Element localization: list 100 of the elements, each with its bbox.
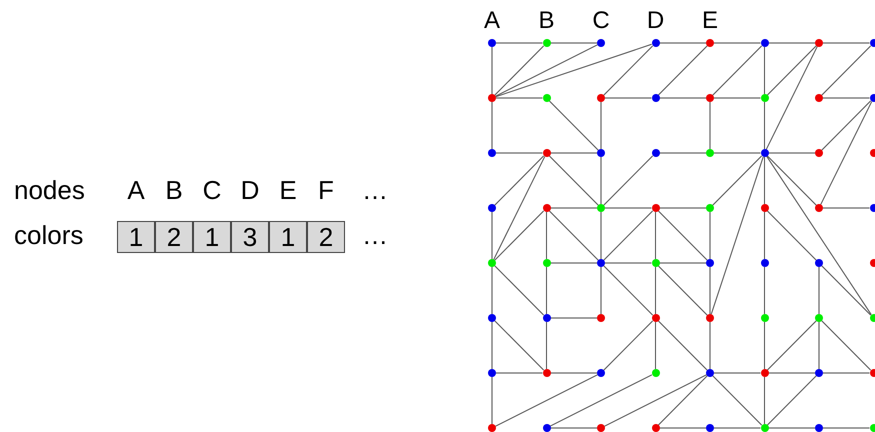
edge-line bbox=[603, 265, 654, 316]
graph-vertex bbox=[815, 259, 823, 267]
node-name: F bbox=[318, 176, 334, 204]
graph-vertex bbox=[597, 369, 605, 377]
graph-vertex bbox=[488, 204, 496, 212]
graph-vertex bbox=[488, 94, 496, 102]
graph-vertex bbox=[815, 39, 823, 47]
graph-vertex bbox=[815, 94, 823, 102]
node-name: D bbox=[240, 176, 260, 204]
node-name: B bbox=[165, 176, 183, 204]
row-header: colors bbox=[14, 221, 84, 249]
edge-line bbox=[768, 42, 816, 44]
edge-line bbox=[764, 266, 765, 314]
edge-line bbox=[821, 45, 872, 96]
graph-vertex bbox=[597, 94, 605, 102]
edge-line bbox=[712, 375, 762, 426]
edge-line bbox=[550, 152, 598, 154]
ellipsis: … bbox=[362, 221, 388, 249]
edge-line bbox=[655, 212, 656, 260]
edge-line bbox=[548, 210, 599, 261]
graph-vertex bbox=[652, 204, 660, 212]
graph-vertex bbox=[706, 424, 714, 432]
edge-line bbox=[603, 320, 654, 371]
edge-line bbox=[658, 375, 708, 426]
edge-line bbox=[603, 45, 654, 96]
color-cell: 1 bbox=[117, 221, 155, 253]
graph-vertex bbox=[815, 369, 823, 377]
color-cell: 1 bbox=[269, 221, 307, 253]
graph-vertex bbox=[652, 424, 660, 432]
edge-line bbox=[714, 42, 761, 44]
graph-vertex bbox=[706, 204, 714, 212]
edge-line bbox=[604, 262, 652, 264]
graph-vertex bbox=[597, 314, 605, 322]
edge-line bbox=[710, 156, 764, 315]
row-header: nodes bbox=[14, 176, 85, 204]
edge-line bbox=[550, 262, 598, 264]
edge-line bbox=[712, 155, 762, 206]
edge-line bbox=[766, 320, 817, 371]
graph-vertex bbox=[542, 39, 550, 47]
edge-line bbox=[818, 322, 820, 370]
graph-vertex bbox=[706, 259, 714, 267]
ellipsis: … bbox=[362, 176, 388, 204]
edge-line bbox=[494, 45, 544, 96]
graph-vertex bbox=[652, 369, 660, 377]
edge-line bbox=[550, 372, 598, 374]
graph-vertex bbox=[760, 369, 768, 377]
edge-line bbox=[764, 156, 765, 204]
edge-line bbox=[766, 156, 872, 316]
edge-line bbox=[550, 374, 652, 427]
node-name: C bbox=[202, 176, 222, 204]
color-cell: 2 bbox=[155, 221, 193, 253]
graph-vertex bbox=[815, 314, 823, 322]
edge-line bbox=[659, 152, 706, 154]
edge-line bbox=[821, 100, 872, 151]
edge-line bbox=[603, 155, 654, 206]
edge-line bbox=[764, 212, 765, 260]
graph-vertex bbox=[706, 39, 714, 47]
graph-vertex bbox=[760, 314, 768, 322]
graph-vertex bbox=[815, 149, 823, 157]
edge-line bbox=[603, 210, 654, 261]
graph-vertex bbox=[760, 149, 768, 157]
edge-line bbox=[494, 265, 544, 316]
graph-vertex bbox=[597, 204, 605, 212]
graph-vertex bbox=[652, 149, 660, 157]
edge-line bbox=[822, 42, 870, 44]
edge-line bbox=[818, 266, 820, 314]
vertex-label: C bbox=[592, 9, 610, 33]
graph-vertex bbox=[760, 259, 768, 267]
graph-vertex bbox=[706, 94, 714, 102]
edge-line bbox=[494, 320, 544, 371]
graph-vertex bbox=[488, 314, 496, 322]
edge-line bbox=[655, 266, 656, 314]
graph-vertex bbox=[542, 94, 550, 102]
edge-line bbox=[822, 372, 870, 374]
graph-vertex bbox=[542, 149, 550, 157]
edge-line bbox=[658, 45, 708, 96]
graph-vertex bbox=[542, 369, 550, 377]
graph-vertex bbox=[760, 94, 768, 102]
edge-line bbox=[546, 212, 547, 260]
edge-line bbox=[659, 262, 706, 264]
graph-vertex bbox=[488, 424, 496, 432]
edge-line bbox=[600, 102, 602, 150]
color-cell: 2 bbox=[307, 221, 345, 253]
graph-vertex bbox=[760, 39, 768, 47]
node-name: E bbox=[279, 176, 297, 204]
graph-vertex bbox=[760, 424, 768, 432]
graph-vertex bbox=[542, 204, 550, 212]
graph-vertex bbox=[488, 149, 496, 157]
edge-line bbox=[494, 210, 544, 261]
vertex-label: B bbox=[538, 9, 554, 33]
edge-line bbox=[659, 42, 706, 44]
edge-line bbox=[495, 44, 598, 97]
edge-line bbox=[768, 372, 816, 374]
edge-line bbox=[600, 156, 602, 204]
edge-line bbox=[820, 101, 872, 205]
graph-vertex bbox=[542, 424, 550, 432]
graph-vertex bbox=[652, 259, 660, 267]
graph-vertex bbox=[652, 314, 660, 322]
edge-line bbox=[821, 320, 872, 371]
edge-line bbox=[550, 42, 598, 44]
